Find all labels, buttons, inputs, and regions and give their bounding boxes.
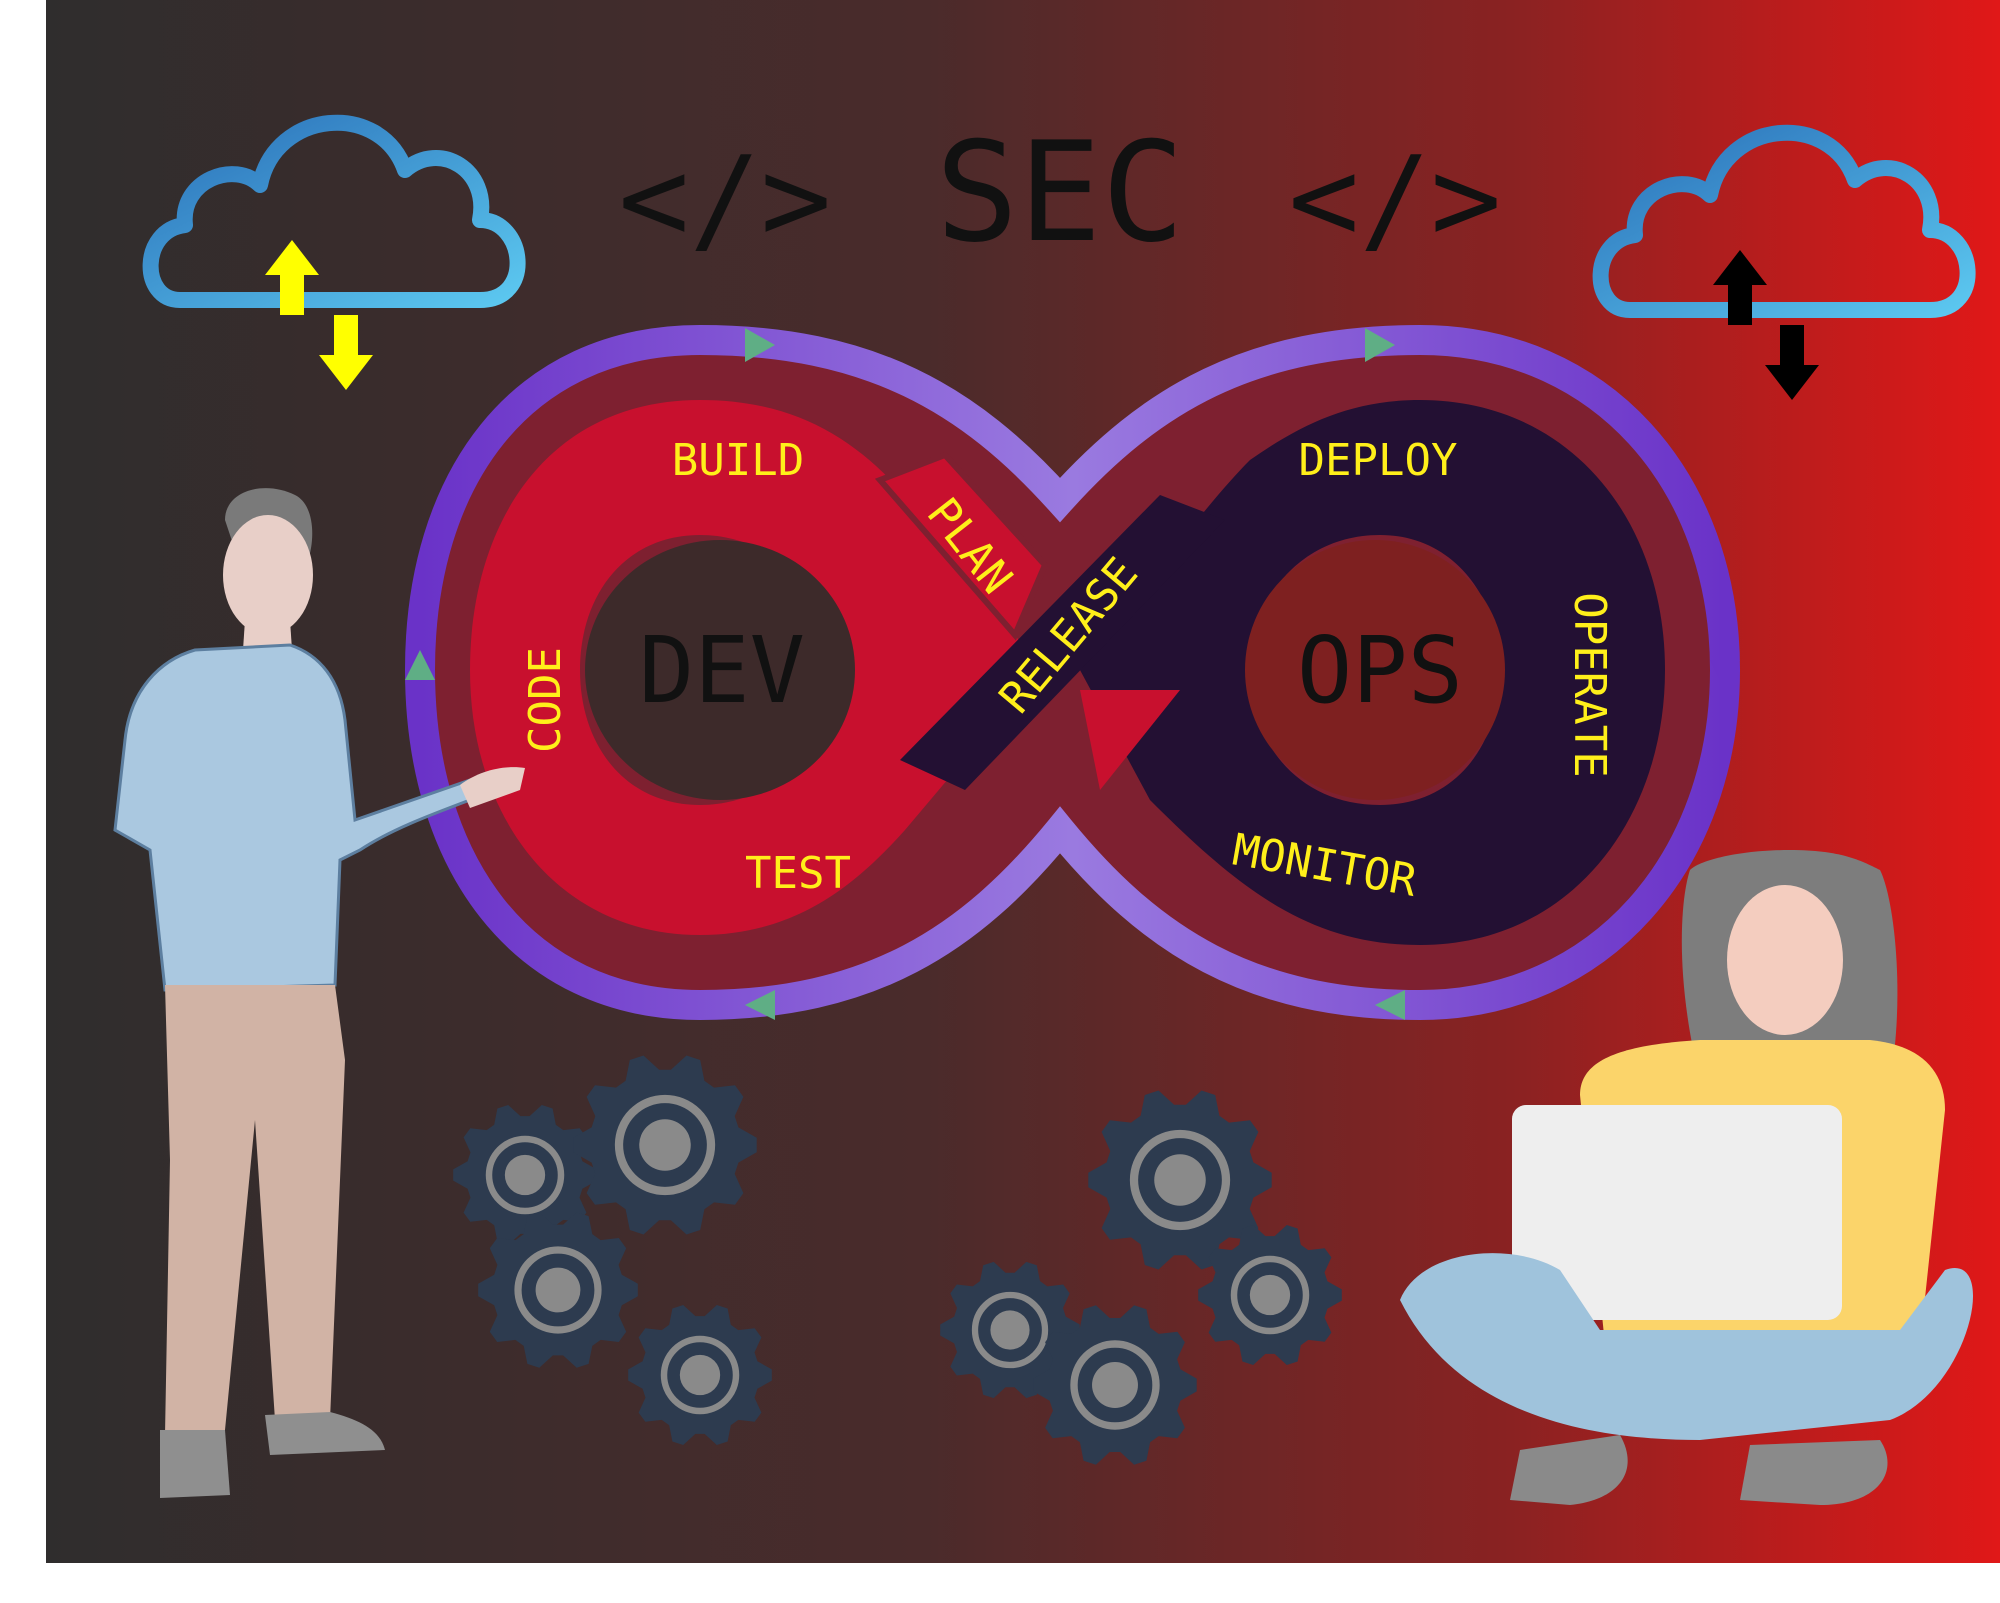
man-pants [165,985,345,1435]
cloud-outline [142,114,526,308]
ring-arrow [1710,660,1740,690]
arrow-up-icon [265,240,319,315]
ops-loop [1080,400,1665,945]
arrow-down-icon [1765,325,1819,400]
dev-label: DEV [639,617,805,724]
man-head [223,515,313,635]
dev-hub [585,540,855,800]
woman-figure [1400,850,1974,1505]
gear-icon [1198,1225,1342,1365]
stage-test: TEST [745,848,851,899]
ring-arrow [745,328,775,362]
laptop-icon [1512,1105,1842,1320]
man-figure [113,488,525,1498]
arrow-up-icon [1713,250,1767,325]
gear-icon [1033,1305,1197,1465]
woman-shoe [1510,1435,1628,1505]
header-left-tag: </> [618,130,831,268]
stage-deploy: DEPLOY [1299,435,1458,486]
ring-arrow [1375,990,1405,1020]
gear-cluster [453,1055,1342,1465]
ops-hub [1245,540,1505,800]
gear-icon [940,1261,1080,1399]
man-hand [460,767,525,808]
release-arrow-head [1080,690,1180,790]
gear-icon [573,1055,757,1235]
stage-code: CODE [520,647,571,753]
header: </> SEC </> [618,112,1501,273]
arrow-down-icon [319,315,373,390]
release-band [900,495,1225,790]
plan-chevron [874,451,1049,641]
ring-arrow [1365,328,1395,362]
cloud-outline [1592,124,1976,318]
man-shoe [265,1412,385,1455]
dev-loop [470,400,1040,935]
ring-arrow [745,990,775,1020]
gear-icon [1088,1090,1272,1270]
gear-icon [628,1305,772,1445]
header-title: SEC [935,112,1184,273]
ops-label: OPS [1297,617,1463,724]
cloud-sync-icon [1592,124,1976,400]
woman-legs [1400,1253,1974,1440]
cloud-sync-icon [142,114,526,390]
gear-icon [453,1105,597,1245]
header-right-tag: </> [1288,130,1501,268]
ring-arrow [405,650,435,680]
man-shoe [160,1430,230,1498]
stage-build: BUILD [672,435,804,486]
man-neck [243,620,292,650]
gear-icon [478,1212,638,1368]
stage-operate: OPERATE [1564,592,1615,777]
woman-shoe [1740,1440,1888,1505]
man-shirt [113,643,472,992]
woman-face [1727,885,1843,1035]
infinity-loop: DEV OPS BUILD PLAN CODE TEST RELEASE DEP… [404,324,1741,1021]
